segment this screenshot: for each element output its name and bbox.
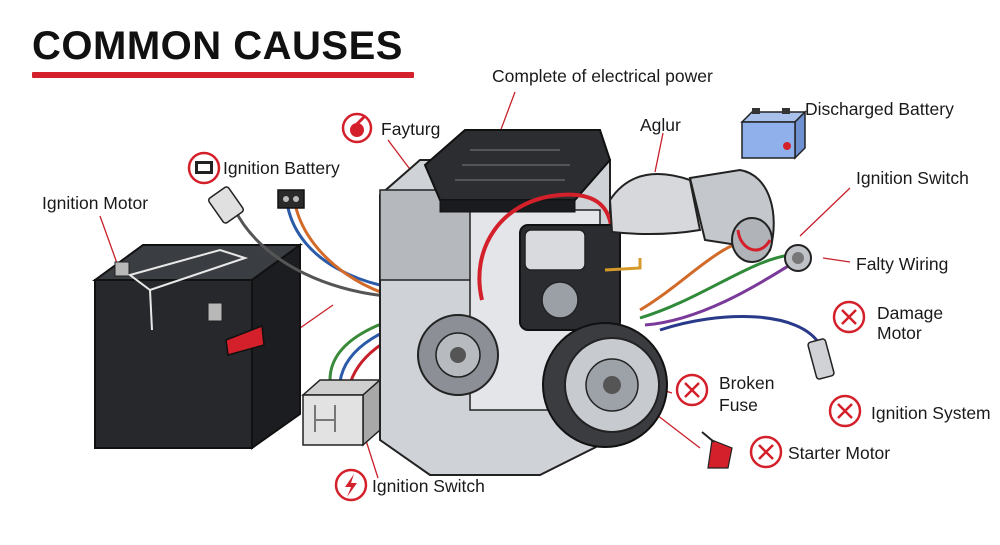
label-damage: Damage [877,303,944,323]
label-aglur: Aglur [640,115,681,135]
connector-plug [207,186,305,224]
x-circle-icon [675,373,709,407]
x-circle-icon [832,300,866,334]
label-starter-motor: Starter Motor [788,443,891,463]
label-broken: Broken [719,373,775,393]
label-ignition-switch-bottom: Ignition Switch [372,476,485,496]
label-discharged-battery: Discharged Battery [805,99,954,119]
label-ignition-system: Ignition System [871,403,991,423]
x-circle-icon [828,394,862,428]
spark-plug-illustration [701,431,733,469]
engine-illustration [379,129,668,476]
label-falty-wiring: Falty Wiring [856,254,949,274]
blue-battery-icon [740,108,807,160]
label-ignition-motor: Ignition Motor [42,193,149,213]
lightning-circle-icon [334,468,368,502]
label-ignition-switch-top: Ignition Switch [856,168,969,188]
label-fuse: Fuse [719,395,758,415]
label-motor: Motor [877,323,922,343]
sensor-illustration [807,338,835,380]
fuse-block-illustration [301,378,382,447]
x-circle-icon [749,435,783,469]
battery-in-circle-icon [187,151,221,185]
label-ignition-battery: Ignition Battery [223,158,340,178]
air-intake-illustration [608,168,812,272]
title-underline [32,72,414,78]
battery-illustration [91,243,304,450]
fayturg-icon [341,112,373,144]
page-title: COMMON CAUSES [32,24,403,68]
label-fayturg: Fayturg [381,119,441,139]
label-electrical-power: Complete of electrical power [492,66,713,86]
